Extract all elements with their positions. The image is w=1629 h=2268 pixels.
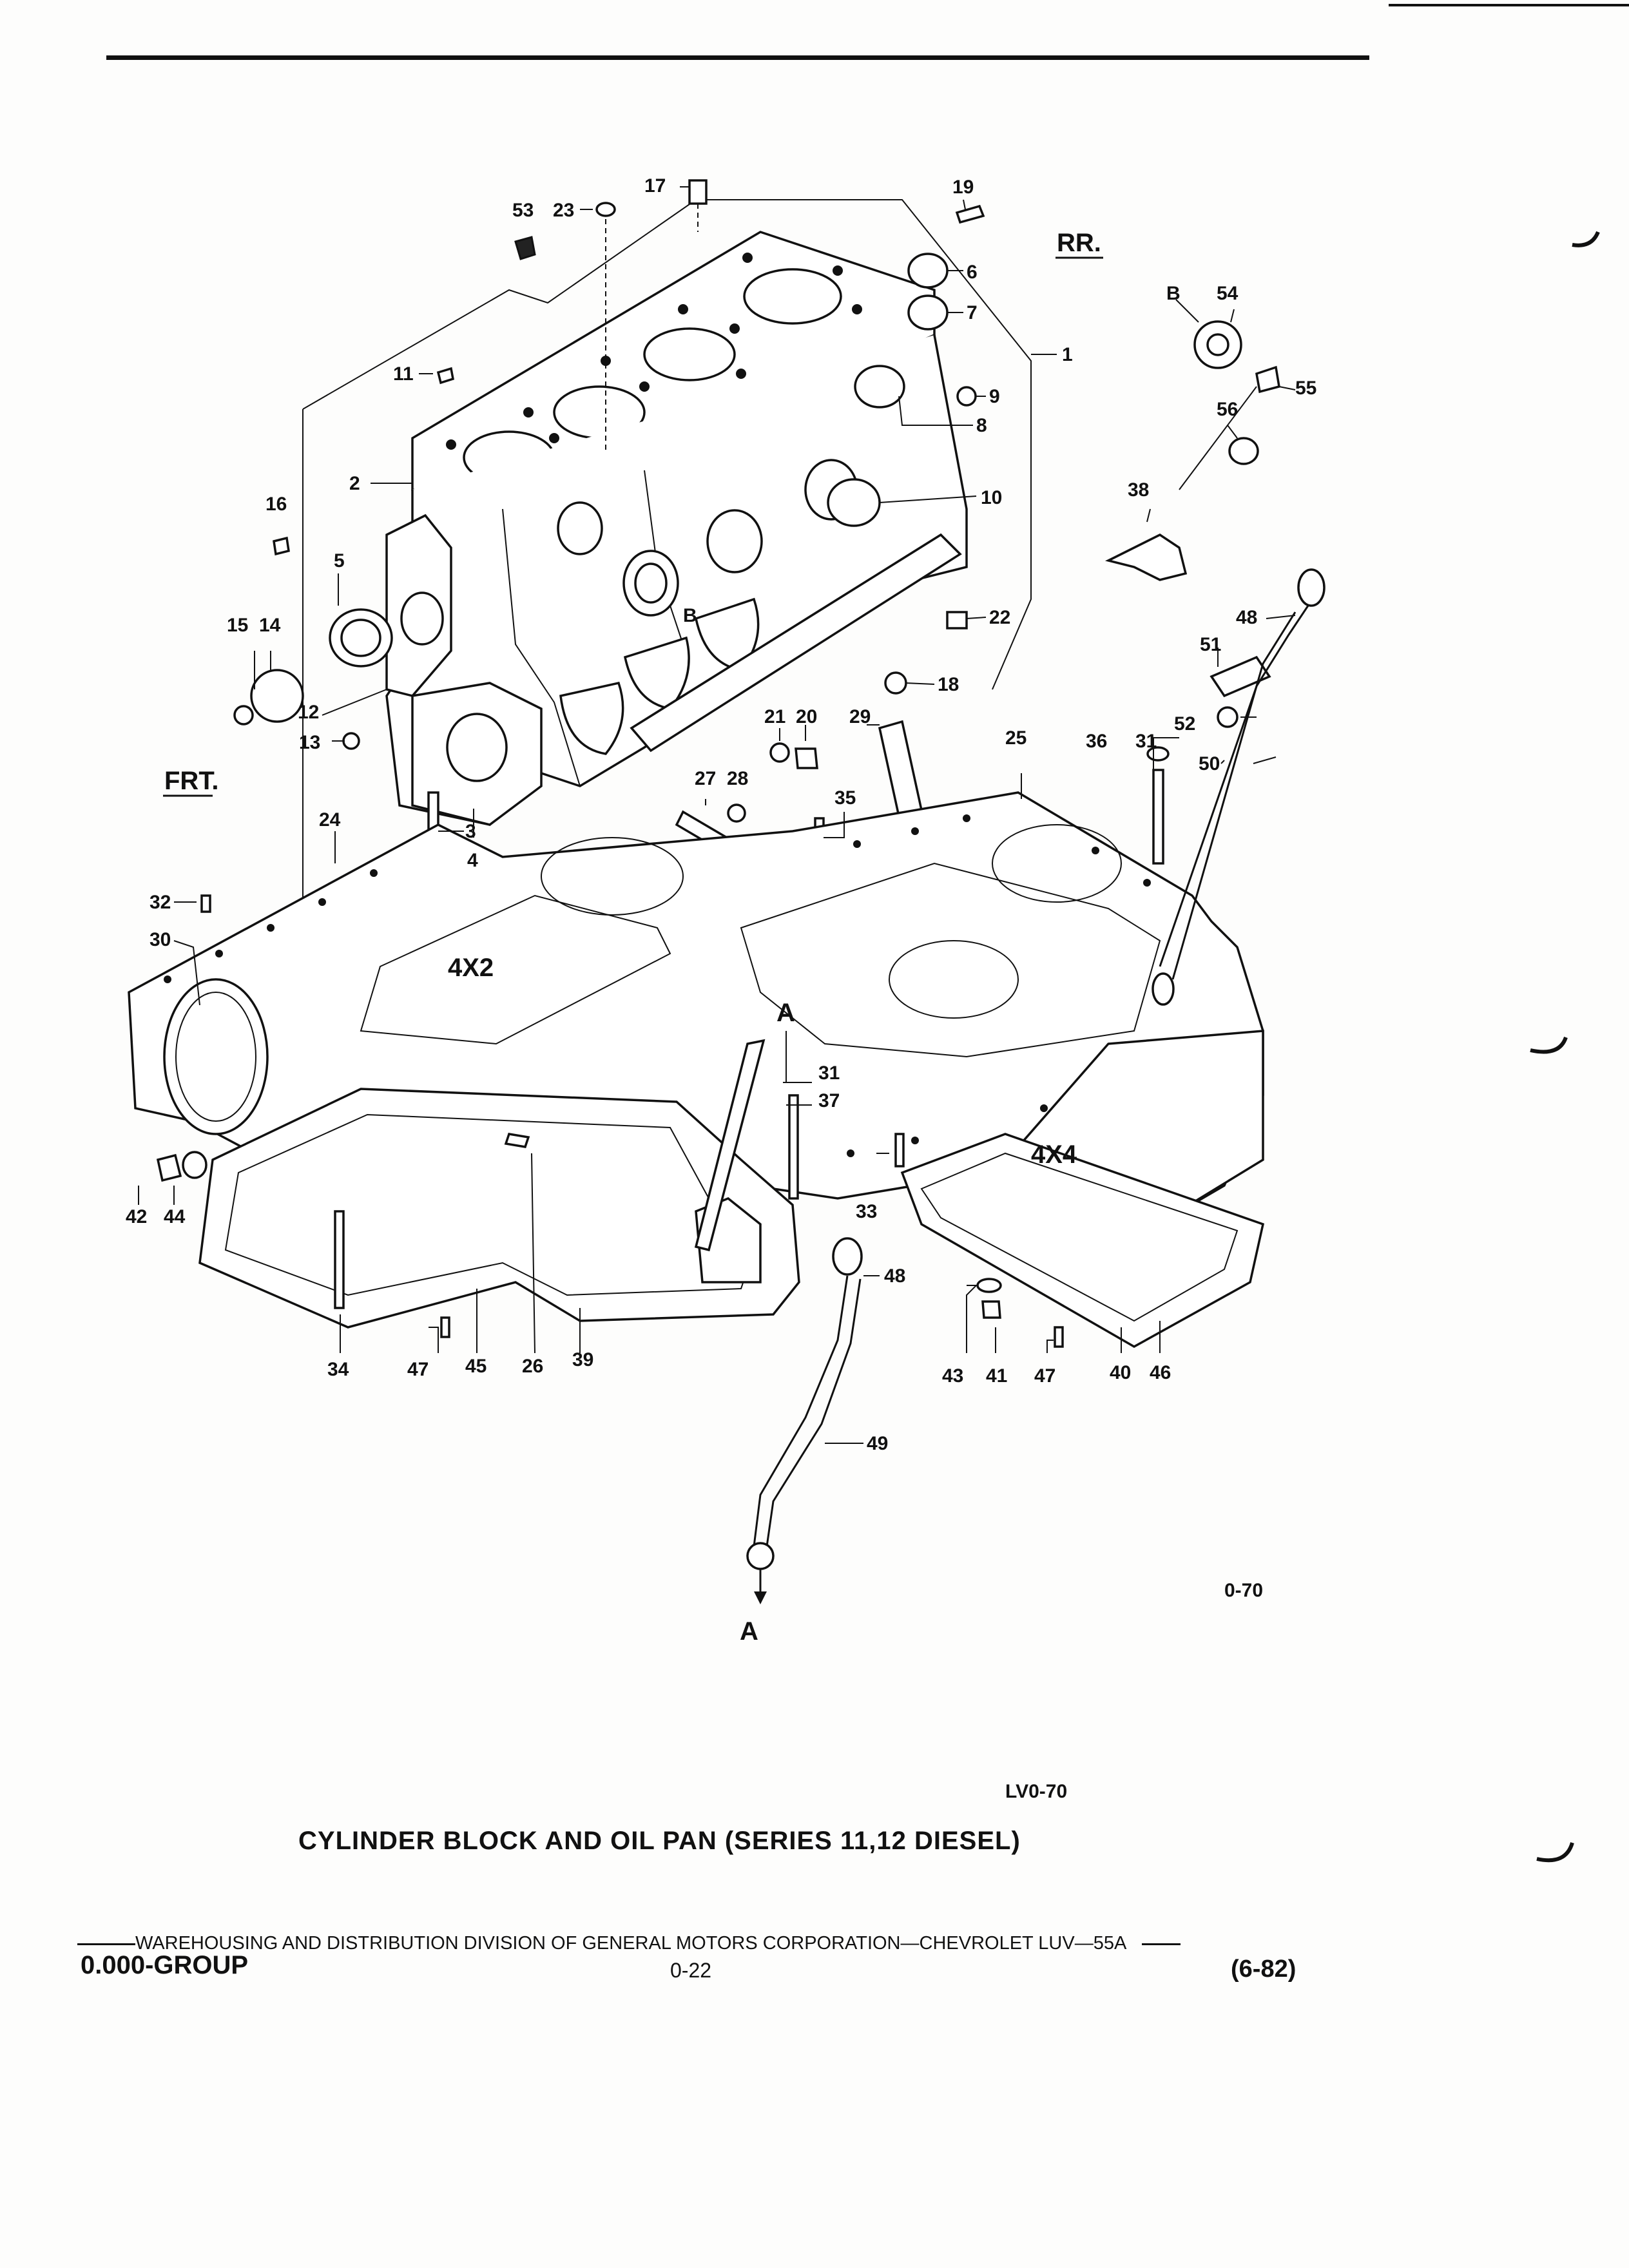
callout: 27 (695, 768, 716, 789)
header-rule (106, 55, 1369, 60)
callout: 31 (1135, 731, 1157, 752)
callout: 39 (572, 1349, 593, 1370)
callout: 30 (149, 929, 171, 950)
callout: 20 (796, 706, 817, 727)
footer-group: 0.000-GROUP (81, 1951, 249, 1979)
variant-label-4x2: 4X2 (448, 954, 494, 982)
callout: 23 (553, 200, 574, 221)
callout: 15 (227, 615, 248, 636)
callout: 1 (1062, 344, 1073, 365)
callout: 37 (818, 1090, 840, 1111)
callout: 48 (884, 1265, 905, 1287)
callout: 46 (1150, 1362, 1171, 1383)
callout: 21 (764, 706, 786, 727)
callout: 31 (818, 1062, 840, 1084)
callout: 8 (976, 415, 987, 436)
callout: 33 (856, 1201, 877, 1222)
callout: 34 (327, 1359, 349, 1380)
callout: 7 (967, 302, 978, 323)
callout: 28 (727, 768, 748, 789)
footer-page-number: 0-22 (670, 1959, 712, 1982)
callout-labels: 1 2 3 4 5 6 7 8 9 10 11 12 13 14 15 16 1… (126, 175, 1316, 1802)
dipstick-assemblies (746, 568, 1325, 1604)
callout: 16 (265, 494, 287, 515)
callout: 13 (299, 732, 320, 753)
callout: 25 (1005, 727, 1027, 749)
callout: 26 (522, 1356, 543, 1377)
callout: 50 (1199, 753, 1220, 774)
callout: 52 (1174, 713, 1195, 735)
rear-label: RR. (1057, 229, 1101, 257)
variant-label-4x4: 4X4 (1031, 1140, 1077, 1169)
callout: 3 (465, 821, 476, 842)
connection-label: A (740, 1617, 758, 1646)
callout: 29 (849, 706, 871, 727)
callout: 47 (407, 1359, 429, 1380)
callout: 42 (126, 1206, 147, 1227)
oil-pan (128, 791, 1265, 1349)
callout: 18 (938, 674, 959, 695)
connection-label: B (1166, 283, 1181, 304)
callout: 10 (981, 487, 1002, 508)
callout: 53 (512, 200, 534, 221)
callout: 41 (986, 1365, 1007, 1387)
figure-code: 0-70 (1224, 1580, 1263, 1601)
footer-division-text: WAREHOUSING AND DISTRIBUTION DIVISION OF… (135, 1933, 1127, 1954)
callout: 51 (1200, 634, 1221, 655)
callout: 35 (834, 787, 856, 809)
footer-dash-rule (77, 1943, 135, 1945)
front-label: FRT. (164, 767, 218, 795)
callout: 4 (467, 850, 478, 871)
binder-marks (1530, 231, 1600, 1863)
figure-caption: CYLINDER BLOCK AND OIL PAN (SERIES 11,12… (298, 1827, 1021, 1855)
cylinder-block (302, 199, 1032, 909)
callout: 56 (1217, 399, 1238, 420)
footer-end-rule (1142, 1943, 1181, 1945)
callout: 9 (989, 386, 1000, 407)
leader-lines (138, 186, 1296, 1444)
callout: 19 (952, 177, 974, 198)
callout: 14 (259, 615, 281, 636)
callout: 55 (1295, 378, 1316, 399)
callout: 32 (149, 892, 171, 913)
callout: 48 (1236, 607, 1257, 628)
callout: 49 (867, 1433, 888, 1454)
callout: 6 (967, 262, 978, 283)
callout: 54 (1217, 283, 1239, 304)
callout: 47 (1034, 1365, 1055, 1387)
callout: 11 (393, 363, 414, 385)
callout: 22 (989, 607, 1010, 628)
footer-division-line: WAREHOUSING AND DISTRIBUTION DIVISION OF… (77, 1933, 1181, 1954)
drawing-code: LV0-70 (1005, 1781, 1067, 1802)
callout: 2 (349, 473, 360, 494)
callout: 5 (334, 550, 345, 572)
footer-date: (6-82) (1231, 1956, 1296, 1983)
callout: 24 (319, 809, 341, 831)
callout: 36 (1086, 731, 1107, 752)
callout: 17 (644, 175, 666, 197)
callout: 40 (1110, 1362, 1131, 1383)
callout: 43 (942, 1365, 963, 1387)
corner-rule (1389, 4, 1629, 6)
callout: 44 (164, 1206, 186, 1227)
callout: 38 (1128, 479, 1149, 501)
connection-label: A (776, 999, 795, 1027)
connection-label: B (683, 605, 697, 626)
callout: 12 (298, 702, 319, 723)
callout: 45 (465, 1356, 487, 1377)
